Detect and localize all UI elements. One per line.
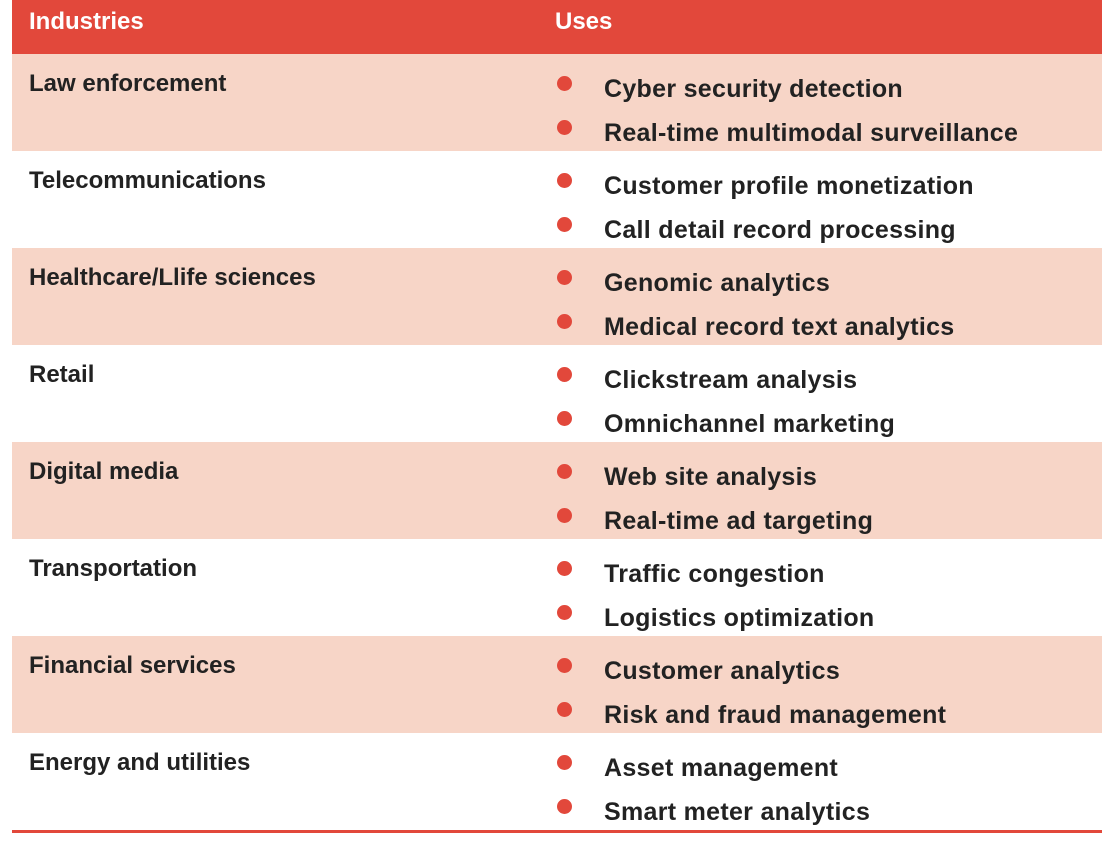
use-item: Genomic analytics <box>555 261 1102 305</box>
bottom-rule <box>12 830 1102 833</box>
use-item: Customer analytics <box>555 649 1102 693</box>
bullet-icon <box>557 560 572 576</box>
use-label: Genomic analytics <box>604 268 831 297</box>
bullet-icon <box>557 701 572 717</box>
use-item: Omnichannel marketing <box>555 402 1102 446</box>
bullet-icon <box>557 172 572 188</box>
use-label: Customer profile monetization <box>604 171 974 200</box>
use-item: Web site analysis <box>555 455 1102 499</box>
use-label: Clickstream analysis <box>604 365 858 394</box>
industry-cell: Retail <box>29 361 95 388</box>
industries-uses-table: Industries Uses Law enforcement Cyber se… <box>12 0 1102 830</box>
table-row: Healthcare/Llife sciences Genomic analyt… <box>12 248 1102 345</box>
use-label: Cyber security detection <box>604 74 903 103</box>
bullet-icon <box>557 463 572 479</box>
bullet-icon <box>557 754 572 770</box>
use-item: Logistics optimization <box>555 596 1102 640</box>
bullet-icon <box>557 75 572 91</box>
use-label: Medical record text analytics <box>604 312 955 341</box>
bullet-icon <box>557 507 572 523</box>
table-row: Law enforcement Cyber security detection… <box>12 54 1102 151</box>
industry-cell: Transportation <box>29 555 198 582</box>
bullet-icon <box>557 410 572 426</box>
uses-cell: Asset management Smart meter analytics <box>555 733 1102 834</box>
use-item: Real-time ad targeting <box>555 499 1102 543</box>
use-label: Risk and fraud management <box>604 700 947 729</box>
use-label: Smart meter analytics <box>604 797 871 826</box>
industry-cell: Energy and utilities <box>29 749 251 776</box>
use-item: Cyber security detection <box>555 67 1102 111</box>
industry-cell: Digital media <box>29 458 179 485</box>
use-item: Smart meter analytics <box>555 790 1102 834</box>
use-item: Real-time multimodal surveillance <box>555 111 1102 155</box>
industry-cell: Financial services <box>29 652 236 679</box>
use-item: Call detail record processing <box>555 208 1102 252</box>
use-label: Call detail record processing <box>604 215 956 244</box>
table-row: Retail Clickstream analysis Omnichannel … <box>12 345 1102 442</box>
use-label: Web site analysis <box>604 462 818 491</box>
bullet-icon <box>557 366 572 382</box>
uses-cell: Customer profile monetization Call detai… <box>555 151 1102 252</box>
use-label: Asset management <box>604 753 839 782</box>
use-item: Asset management <box>555 746 1102 790</box>
use-label: Customer analytics <box>604 656 841 685</box>
bullet-icon <box>557 269 572 285</box>
uses-cell: Customer analytics Risk and fraud manage… <box>555 636 1102 737</box>
uses-cell: Genomic analytics Medical record text an… <box>555 248 1102 349</box>
bullet-icon <box>557 604 572 620</box>
bullet-icon <box>557 216 572 232</box>
uses-cell: Clickstream analysis Omnichannel marketi… <box>555 345 1102 446</box>
industry-cell: Telecommunications <box>29 167 266 194</box>
uses-column-header: Uses <box>555 8 613 35</box>
uses-cell: Cyber security detection Real-time multi… <box>555 54 1102 155</box>
uses-cell: Traffic congestion Logistics optimizatio… <box>555 539 1102 640</box>
use-label: Real-time multimodal surveillance <box>604 118 1019 147</box>
use-label: Real-time ad targeting <box>604 506 874 535</box>
use-item: Clickstream analysis <box>555 358 1102 402</box>
use-item: Traffic congestion <box>555 552 1102 596</box>
use-item: Medical record text analytics <box>555 305 1102 349</box>
industries-column-header: Industries <box>29 8 144 35</box>
use-label: Logistics optimization <box>604 603 875 632</box>
table-row: Digital media Web site analysis Real-tim… <box>12 442 1102 539</box>
table-row: Transportation Traffic congestion Logist… <box>12 539 1102 636</box>
uses-cell: Web site analysis Real-time ad targeting <box>555 442 1102 543</box>
industry-cell: Healthcare/Llife sciences <box>29 264 316 291</box>
bullet-icon <box>557 657 572 673</box>
use-label: Omnichannel marketing <box>604 409 896 438</box>
table-header: Industries Uses <box>12 0 1102 54</box>
use-label: Traffic congestion <box>604 559 825 588</box>
table-row: Telecommunications Customer profile mone… <box>12 151 1102 248</box>
industry-cell: Law enforcement <box>29 70 227 97</box>
table-row: Financial services Customer analytics Ri… <box>12 636 1102 733</box>
use-item: Customer profile monetization <box>555 164 1102 208</box>
table-row: Energy and utilities Asset management Sm… <box>12 733 1102 830</box>
use-item: Risk and fraud management <box>555 693 1102 737</box>
bullet-icon <box>557 798 572 814</box>
bullet-icon <box>557 119 572 135</box>
bullet-icon <box>557 313 572 329</box>
